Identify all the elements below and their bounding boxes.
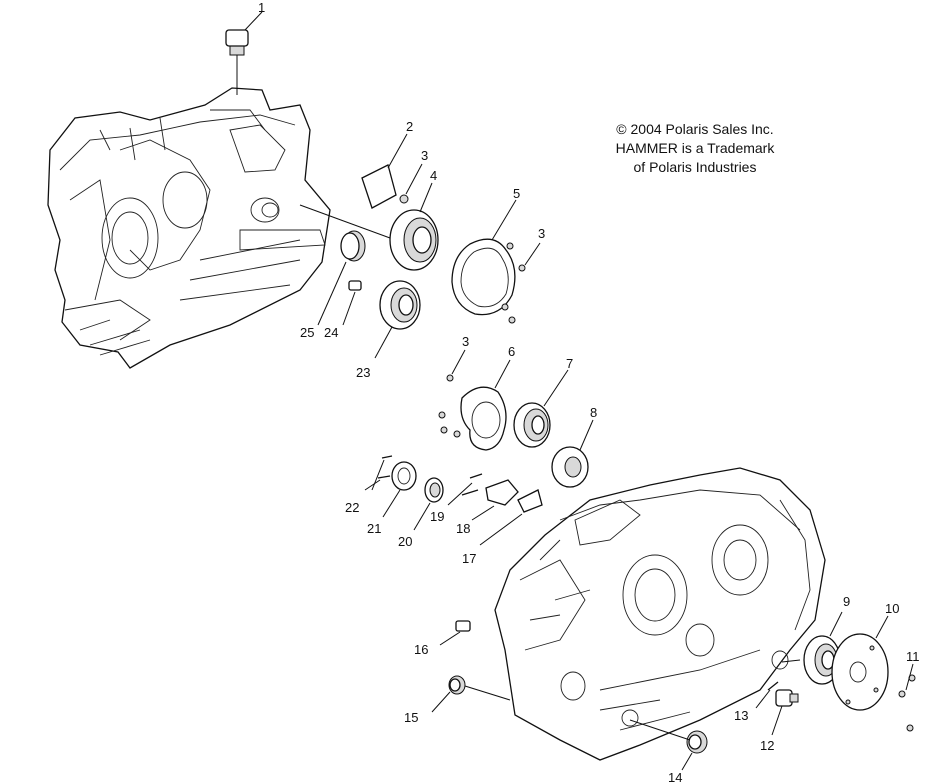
callout-1: 1 — [258, 0, 265, 15]
part-21-retainer — [382, 461, 417, 518]
left-crankcase-half — [47, 87, 331, 369]
part-2-plate — [361, 133, 408, 209]
part-15-seal — [431, 675, 511, 713]
callout-4: 4 — [430, 168, 437, 183]
right-crankcase-half — [494, 467, 826, 761]
callout-12: 12 — [760, 738, 774, 753]
part-13-pin — [755, 681, 779, 709]
part-20-seal — [413, 477, 444, 531]
part-6-gasket — [438, 359, 511, 451]
callout-3c: 3 — [538, 226, 545, 241]
part-3-screw-a — [399, 163, 423, 204]
part-12-fitting — [771, 689, 799, 736]
callout-labels: 1 2 3 3 4 5 3 6 7 8 3 9 10 11 12 13 14 1… — [258, 0, 920, 784]
part-14-seal — [629, 719, 708, 771]
part-11-screws — [898, 663, 916, 732]
callout-6: 6 — [508, 344, 515, 359]
part-22-screws — [364, 455, 393, 491]
part-3-screw-c — [446, 349, 466, 382]
callout-21: 21 — [367, 521, 381, 536]
part-25-bushing — [317, 230, 366, 326]
callout-11: 11 — [906, 649, 920, 664]
callout-20: 20 — [398, 534, 412, 549]
callout-22: 22 — [345, 500, 359, 515]
copyright-line-3: of Polaris Industries — [633, 159, 757, 175]
callout-25: 25 — [300, 325, 314, 340]
part-4-bearing — [299, 182, 439, 271]
callout-9: 9 — [843, 594, 850, 609]
part-1-plug — [225, 11, 263, 95]
part-8-seal — [551, 419, 594, 488]
part-3-screw-b — [501, 242, 541, 324]
callout-10: 10 — [885, 601, 899, 616]
copyright-line-2: HAMMER is a Trademark — [615, 140, 775, 156]
callout-24: 24 — [324, 325, 338, 340]
part-18-bracket — [471, 479, 519, 521]
copyright-notice: © 2004 Polaris Sales Inc. HAMMER is a Tr… — [590, 120, 800, 177]
part-5-gasket — [451, 199, 517, 316]
callout-16: 16 — [414, 642, 428, 657]
part-10-cover-plate — [831, 615, 889, 711]
part-17-plate — [479, 489, 543, 546]
part-23-bearing — [374, 280, 421, 359]
callout-15: 15 — [404, 710, 418, 725]
callout-23: 23 — [356, 365, 370, 380]
part-7-bearing — [513, 369, 569, 448]
callout-3a: 3 — [421, 148, 428, 163]
callout-5: 5 — [513, 186, 520, 201]
part-19-screws — [447, 473, 483, 506]
callout-13: 13 — [734, 708, 748, 723]
callout-3b: 3 — [462, 334, 469, 349]
callout-7: 7 — [566, 356, 573, 371]
part-24-dowel-pin — [342, 280, 362, 326]
callout-19: 19 — [430, 509, 444, 524]
copyright-line-1: © 2004 Polaris Sales Inc. — [616, 121, 774, 137]
callout-17: 17 — [462, 551, 476, 566]
callout-18: 18 — [456, 521, 470, 536]
part-16-dowel — [439, 620, 471, 646]
callout-14: 14 — [668, 770, 682, 784]
callout-8: 8 — [590, 405, 597, 420]
callout-2: 2 — [406, 119, 413, 134]
